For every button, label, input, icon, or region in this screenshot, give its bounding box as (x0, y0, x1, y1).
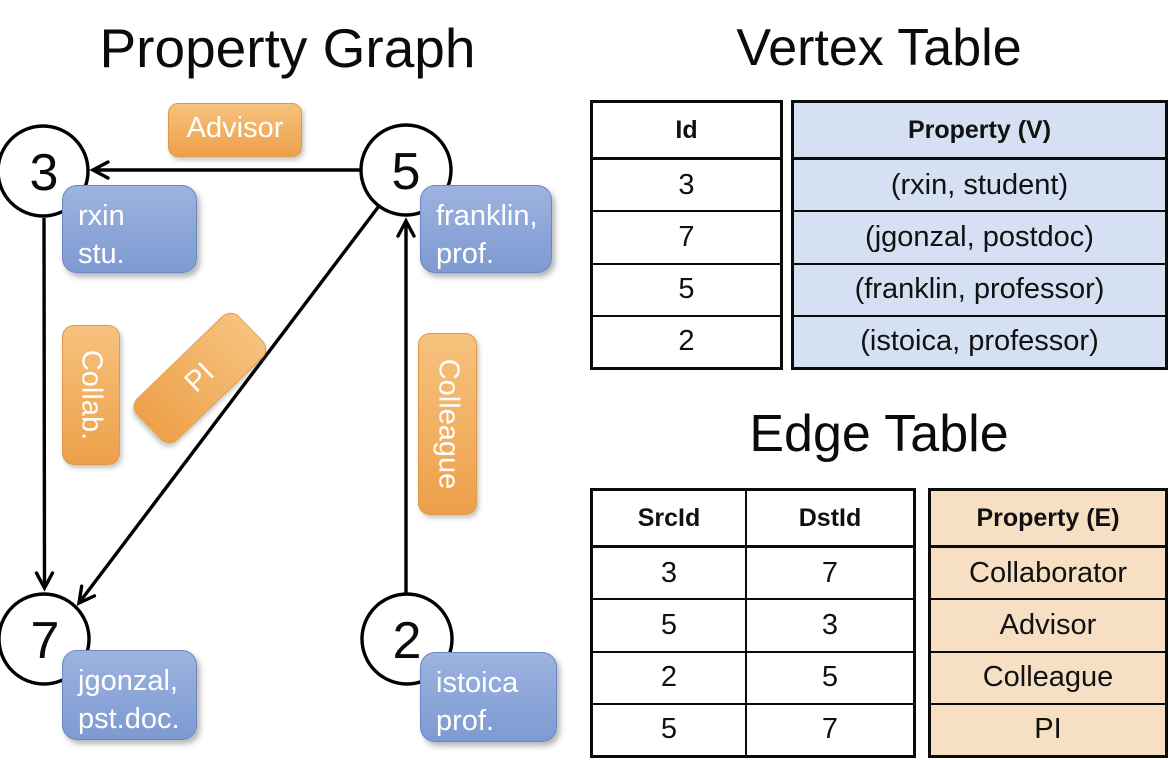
vertex-table-property-cell: (jgonzal, postdoc) (794, 210, 1165, 262)
vertex-property-box-5-line2: prof. (436, 238, 495, 270)
edge-table-header-dstid: DstId (745, 491, 913, 546)
edge-table-src-cell: 5 (593, 598, 745, 650)
edge-table-header-property: Property (E) (931, 491, 1165, 546)
vertex-table-property-cell: (rxin, student) (794, 158, 1165, 210)
edge-table-property-cell: Advisor (931, 598, 1165, 650)
vertex-property-box-3: rxin stu. (62, 185, 197, 273)
property-graph-title: Property Graph (99, 17, 476, 79)
edge-table-dst-cell: 7 (745, 702, 913, 755)
vertex-property-box-7-line1: jgonzal, (78, 665, 178, 697)
edge-table-dst-cell: 5 (745, 650, 913, 703)
edge-table-property-cell: Collaborator (931, 546, 1165, 598)
edge-label-advisor: Advisor (168, 103, 302, 157)
edge-table-property-column: Property (E) Collaborator Advisor Collea… (928, 488, 1168, 758)
vertex-table-id-cell: 5 (593, 262, 780, 315)
vertex-table-property-cell: (istoica, professor) (794, 314, 1165, 367)
edge-table-property-cell: PI (931, 702, 1165, 755)
edge-5-to-7-arrow (76, 204, 381, 606)
edge-table-src-cell: 3 (593, 546, 745, 598)
edge-3-to-7-arrow (34, 217, 55, 592)
vertex-id-5: 5 (392, 143, 421, 201)
vertex-table-id-cell: 2 (593, 314, 780, 367)
edge-label-pi-text: PI (178, 356, 221, 399)
vertex-id-3: 3 (30, 144, 59, 202)
vertex-property-box-7-line2: pst.doc. (78, 703, 180, 735)
vertex-table-header-id: Id (593, 103, 780, 158)
tables-panel: Vertex Table Id 3 7 5 2 Property (V) (rx… (585, 0, 1170, 760)
edge-table-src-cell: 2 (593, 650, 745, 703)
vertex-property-box-2-line2: prof. (436, 705, 495, 737)
vertex-property-box-7: jgonzal, pst.doc. (62, 650, 197, 740)
edge-label-colleague-text: Colleague (432, 358, 464, 490)
vertex-id-7: 7 (31, 612, 60, 670)
edge-table-header-srcid: SrcId (593, 491, 745, 546)
edge-table-src-cell: 5 (593, 702, 745, 755)
vertex-property-box-3-line1: rxin (78, 200, 125, 232)
edge-table-dst-cell: 3 (745, 598, 913, 651)
vertex-property-box-5: franklin, prof. (420, 185, 552, 273)
vertex-property-box-2-line1: istoica (436, 667, 519, 699)
vertex-id-2: 2 (393, 612, 422, 670)
edge-table-title: Edge Table (749, 405, 1009, 463)
vertex-table-property-cell: (franklin, professor) (794, 262, 1165, 315)
edge-label-collab-text: Collab. (75, 349, 108, 441)
vertex-table-id-cell: 3 (593, 158, 780, 210)
edge-table-property-cell: Colleague (931, 650, 1165, 703)
edge-label-advisor-text: Advisor (186, 112, 284, 145)
vertex-table-id-column: Id 3 7 5 2 (590, 100, 783, 370)
vertex-property-box-3-line2: stu. (78, 238, 125, 270)
edge-label-collab: Collab. (62, 325, 120, 465)
edge-table-dst-cell: 7 (745, 546, 913, 599)
vertex-table-property-column: Property (V) (rxin, student) (jgonzal, p… (791, 100, 1168, 370)
vertex-property-box-2: istoica prof. (420, 652, 557, 742)
edge-label-colleague: Colleague (418, 333, 477, 515)
vertex-table-header-property: Property (V) (794, 103, 1165, 158)
vertex-table-title: Vertex Table (736, 19, 1022, 77)
vertex-property-box-5-line1: franklin, (436, 200, 538, 232)
vertex-table-id-cell: 7 (593, 210, 780, 262)
edge-table-id-columns: SrcId DstId 3 7 5 3 2 5 5 7 (590, 488, 916, 758)
graph-panel: Property Graph 3 5 7 2 Advisor (0, 17, 557, 742)
